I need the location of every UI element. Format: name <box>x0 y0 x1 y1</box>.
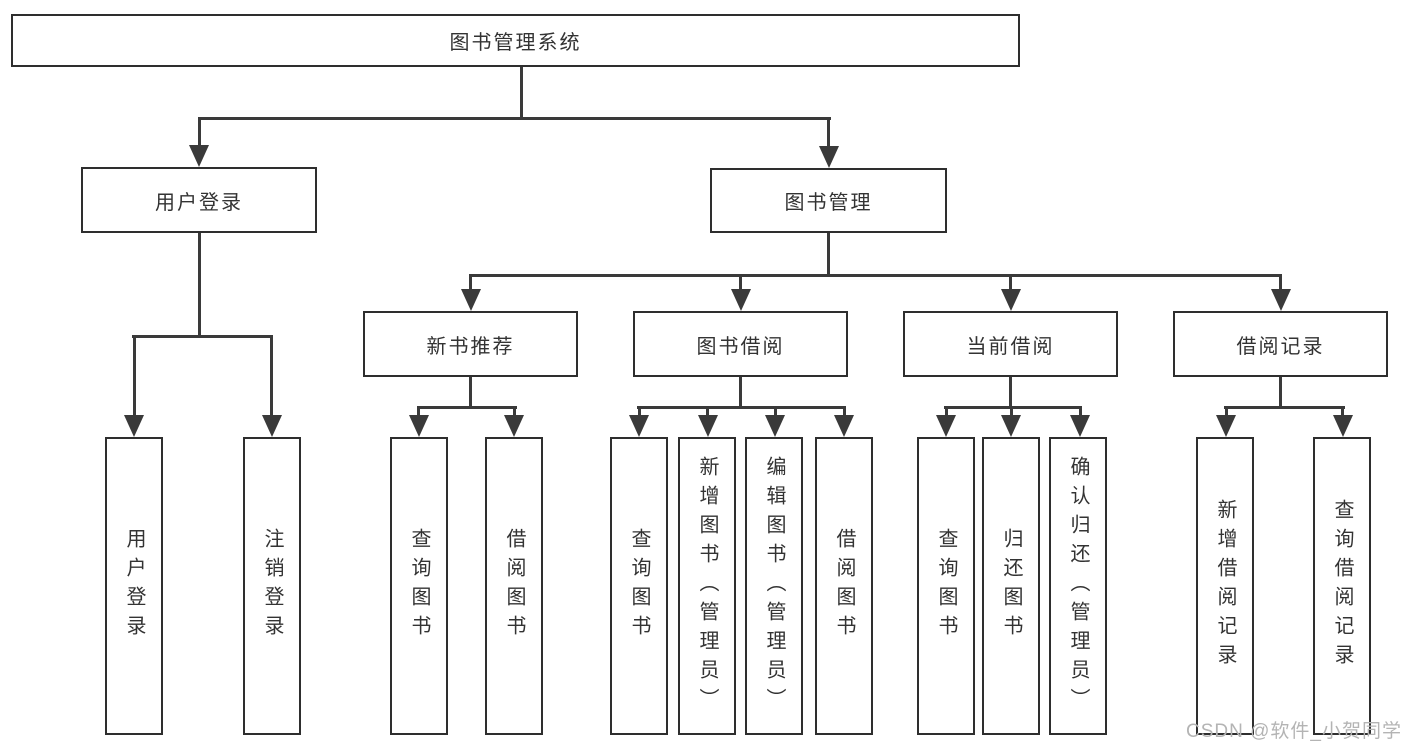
connector-borrow-record-trunk <box>1279 377 1282 408</box>
connector-borrow-record-rail <box>1224 406 1345 409</box>
connector-stem-leaf <box>774 406 777 421</box>
leaf-query-book-3: 查询图书 <box>917 437 975 735</box>
leaf-add-book-admin: 新增图书（管理员） <box>678 437 736 735</box>
connector-current-borrow-trunk <box>1009 377 1012 408</box>
leaf-label: 查询借阅记录 <box>1331 499 1353 673</box>
node-book-borrow: 图书借阅 <box>633 311 848 377</box>
node-new-book: 新书推荐 <box>363 311 578 377</box>
leaf-query-book-2: 查询图书 <box>610 437 668 735</box>
connector-book-borrow-rail <box>637 406 846 409</box>
connector-current-borrow-rail <box>944 406 1082 409</box>
connector-stem-leaf <box>270 335 273 421</box>
arrow-down-icon <box>461 289 481 311</box>
arrow-down-icon <box>765 415 785 437</box>
node-book-mgmt: 图书管理 <box>710 168 947 233</box>
arrow-down-icon <box>262 415 282 437</box>
leaf-user-login: 用户登录 <box>105 437 163 735</box>
leaf-label: 查询图书 <box>408 528 430 644</box>
connector-user-login-rail <box>132 335 273 338</box>
connector-stem-leaf <box>638 406 641 421</box>
connector-stem-book-mgmt <box>827 117 830 150</box>
connector-stem-leaf <box>843 406 846 421</box>
leaf-edit-book-admin: 编辑图书（管理员） <box>745 437 803 735</box>
leaf-label: 归还图书 <box>1000 528 1022 644</box>
connector-stem-leaf <box>1010 406 1013 421</box>
arrow-down-icon <box>731 289 751 311</box>
leaf-label: 查询图书 <box>935 528 957 644</box>
connector-stem-leaf <box>706 406 709 421</box>
leaf-add-borrow-record: 新增借阅记录 <box>1196 437 1254 735</box>
connector-stem-book-borrow <box>739 274 742 293</box>
connector-stem-leaf <box>417 406 420 421</box>
leaf-borrow-book-2: 借阅图书 <box>815 437 873 735</box>
connector-stem-leaf <box>945 406 948 421</box>
leaf-label: 确认归还（管理员） <box>1067 455 1089 717</box>
node-user-login: 用户登录 <box>81 167 317 233</box>
connector-stem-new-book <box>469 274 472 293</box>
arrow-down-icon <box>819 146 839 168</box>
node-current-borrow: 当前借阅 <box>903 311 1118 377</box>
arrow-down-icon <box>1216 415 1236 437</box>
node-user-login-label: 用户登录 <box>155 191 243 214</box>
arrow-down-icon <box>1333 415 1353 437</box>
connector-book-borrow-trunk <box>739 377 742 408</box>
arrow-down-icon <box>504 415 524 437</box>
arrow-down-icon <box>1001 289 1021 311</box>
leaf-label: 注销登录 <box>261 528 283 644</box>
arrow-down-icon <box>124 415 144 437</box>
node-borrow-record: 借阅记录 <box>1173 311 1388 377</box>
connector-root-trunk <box>520 67 523 119</box>
connector-new-book-rail <box>417 406 517 409</box>
connector-stem-leaf <box>1225 406 1228 421</box>
leaf-label: 用户登录 <box>123 528 145 644</box>
leaf-label: 借阅图书 <box>833 528 855 644</box>
leaf-confirm-return-admin: 确认归还（管理员） <box>1049 437 1107 735</box>
arrow-down-icon <box>1070 415 1090 437</box>
leaf-label: 新增图书（管理员） <box>696 455 718 717</box>
arrow-down-icon <box>189 145 209 167</box>
arrow-down-icon <box>409 415 429 437</box>
leaf-logout: 注销登录 <box>243 437 301 735</box>
leaf-query-borrow-record: 查询借阅记录 <box>1313 437 1371 735</box>
connector-stem-leaf <box>133 335 136 421</box>
node-book-mgmt-label: 图书管理 <box>784 192 873 214</box>
node-borrow-record-label: 借阅记录 <box>1236 335 1325 358</box>
node-root: 图书管理系统 <box>11 14 1020 67</box>
connector-stem-leaf <box>1079 406 1082 421</box>
arrow-down-icon <box>936 415 956 437</box>
leaf-query-book-1: 查询图书 <box>390 437 448 735</box>
arrow-down-icon <box>698 415 718 437</box>
leaf-borrow-book-1: 借阅图书 <box>485 437 543 735</box>
arrow-down-icon <box>834 415 854 437</box>
connector-new-book-trunk <box>469 377 472 408</box>
node-new-book-label: 新书推荐 <box>426 335 515 358</box>
connector-stem-user-login <box>198 117 201 150</box>
arrow-down-icon <box>1001 415 1021 437</box>
leaf-return-book: 归还图书 <box>982 437 1040 735</box>
arrow-down-icon <box>1271 289 1291 311</box>
leaf-label: 查询图书 <box>628 528 650 644</box>
connector-stem-borrow-record <box>1279 274 1282 293</box>
leaf-label: 编辑图书（管理员） <box>763 455 785 717</box>
connector-stem-leaf <box>1341 406 1344 421</box>
watermark: CSDN @软件_小贺同学 <box>1186 721 1402 742</box>
leaf-label: 借阅图书 <box>503 528 525 644</box>
arrow-down-icon <box>629 415 649 437</box>
leaf-label: 新增借阅记录 <box>1214 499 1236 673</box>
node-current-borrow-label: 当前借阅 <box>966 335 1055 358</box>
connector-level1-rail <box>198 117 831 120</box>
connector-user-login-trunk <box>198 233 201 338</box>
connector-level2-rail <box>469 274 1282 277</box>
connector-stem-leaf <box>513 406 516 421</box>
connector-stem-current-borrow <box>1009 274 1012 293</box>
node-root-label: 图书管理系统 <box>449 32 582 54</box>
connector-book-mgmt-trunk <box>827 233 830 277</box>
node-book-borrow-label: 图书借阅 <box>696 335 785 358</box>
